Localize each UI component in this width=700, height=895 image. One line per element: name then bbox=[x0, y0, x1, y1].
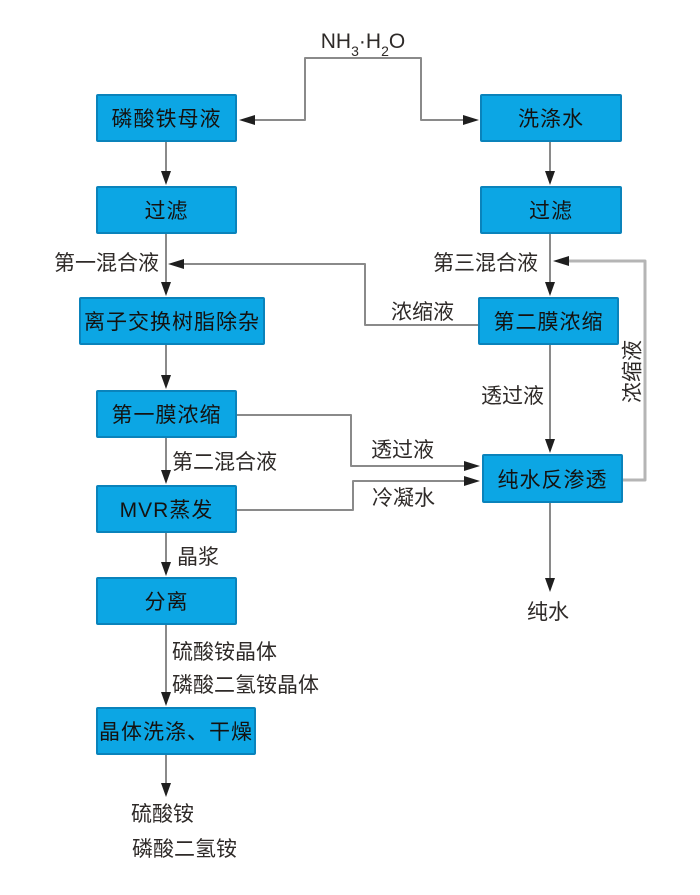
label-condensate: 冷凝水 bbox=[372, 487, 435, 510]
node-filter-left: 过滤 bbox=[96, 186, 237, 234]
arrow-left-output bbox=[161, 783, 171, 797]
label-crystal-slurry: 晶浆 bbox=[177, 546, 219, 569]
arrow-membrane2 bbox=[545, 282, 555, 296]
node-washing-water: 洗涤水 bbox=[480, 94, 622, 142]
node-separation: 分离 bbox=[96, 577, 237, 625]
connector-lines bbox=[165, 57, 551, 784]
nh3-subscript: 3 bbox=[351, 43, 359, 60]
arrow-ionexchange bbox=[161, 282, 171, 296]
label-monoammonium-phosphate-crystal: 磷酸二氢铵晶体 bbox=[172, 674, 319, 697]
arrow-permeate-into-ro bbox=[464, 461, 480, 471]
nh3-split-line bbox=[254, 57, 464, 121]
line-permeate-to-ro bbox=[237, 414, 466, 467]
label-permeate-second-membrane: 透过液 bbox=[481, 385, 544, 408]
label-ammonia-water: NH3·H2O bbox=[290, 30, 436, 58]
arrow-condensate-into-ro bbox=[464, 476, 480, 486]
nh3-text: NH bbox=[320, 30, 352, 53]
arrow-separation bbox=[161, 562, 171, 576]
label-concentrate-to-first-mixed: 浓缩液 bbox=[391, 301, 454, 324]
node-filter-right: 过滤 bbox=[480, 186, 622, 234]
label-monoammonium-phosphate-output: 磷酸二氢铵 bbox=[132, 838, 237, 861]
concentrate-loop-line bbox=[567, 259, 647, 482]
node-second-membrane-concentration: 第二膜浓缩 bbox=[478, 297, 619, 345]
line-concentrate-to-firstmixed bbox=[183, 263, 478, 326]
node-ion-exchange-resin-purification: 离子交换树脂除杂 bbox=[79, 297, 265, 345]
arrow-filter-right bbox=[545, 171, 555, 185]
node-mvr-evaporation: MVR蒸发 bbox=[96, 485, 237, 533]
arrow-ro bbox=[545, 439, 555, 453]
label-permeate-first-membrane: 透过液 bbox=[371, 439, 434, 462]
arrow-into-washwater bbox=[463, 115, 479, 125]
label-concentrate-loop-vertical: 浓缩液 bbox=[621, 340, 645, 403]
arrow-into-motherliquor bbox=[239, 115, 255, 125]
h2o-text: ·H bbox=[358, 30, 382, 53]
arrow-purewater bbox=[545, 578, 555, 592]
node-first-membrane-concentration: 第一膜浓缩 bbox=[96, 390, 237, 438]
node-pure-water-reverse-osmosis: 纯水反渗透 bbox=[482, 454, 623, 503]
arrow-membrane1 bbox=[161, 375, 171, 389]
label-ammonium-sulfate-crystal: 硫酸铵晶体 bbox=[172, 641, 277, 664]
label-pure-water-output: 纯水 bbox=[527, 601, 569, 624]
arrow-thirdmixed-junction bbox=[553, 256, 569, 266]
node-crystal-washing-drying: 晶体洗涤、干燥 bbox=[96, 707, 256, 755]
node-iron-phosphate-mother-liquor: 磷酸铁母液 bbox=[96, 94, 237, 142]
arrow-filter-left bbox=[161, 171, 171, 185]
o-text: O bbox=[388, 30, 406, 53]
arrow-washing bbox=[161, 692, 171, 706]
line-condensate-to-ro bbox=[237, 480, 466, 511]
label-ammonium-sulfate-output: 硫酸铵 bbox=[131, 803, 194, 826]
label-first-mixed-liquor: 第一混合液 bbox=[54, 252, 159, 275]
h2o-subscript: 2 bbox=[381, 43, 389, 60]
label-third-mixed-liquor: 第三混合液 bbox=[433, 252, 538, 275]
arrowheads bbox=[161, 115, 569, 797]
label-second-mixed-liquor: 第二混合液 bbox=[172, 451, 277, 474]
arrow-mvr bbox=[161, 470, 171, 484]
arrow-firstmixed-junction bbox=[168, 259, 184, 269]
